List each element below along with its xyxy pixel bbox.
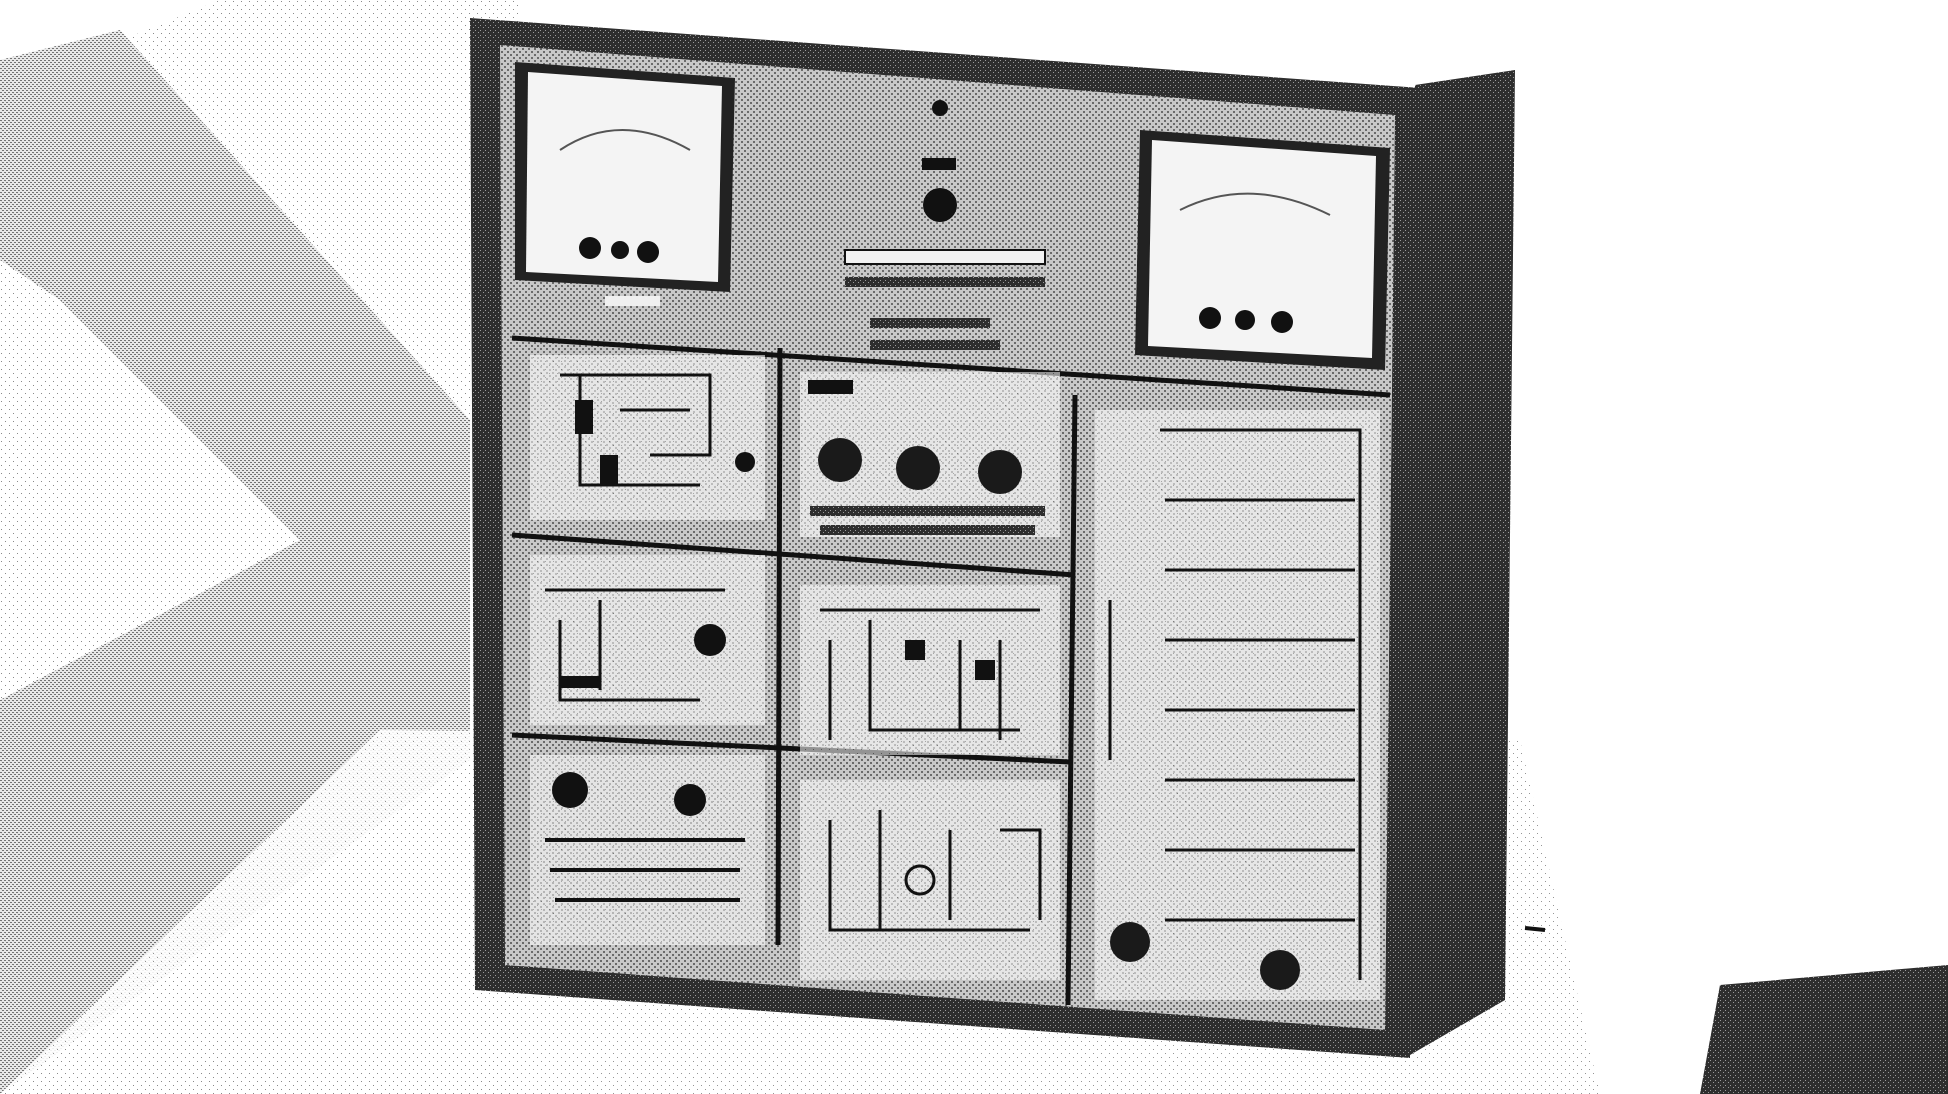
module-middle-left	[530, 555, 765, 725]
indicator-lamp-icon	[932, 100, 948, 116]
knob-icon	[923, 188, 957, 222]
right-meter-face	[1148, 140, 1376, 358]
module-bottom-middle	[800, 780, 1060, 980]
stray-mark	[1524, 926, 1546, 932]
center-controls	[605, 100, 1046, 350]
terminal-strip	[870, 318, 990, 328]
module-middle-middle	[800, 585, 1060, 755]
module-top-middle	[800, 372, 1060, 537]
knob-icon	[611, 241, 629, 259]
left-meter	[515, 62, 735, 292]
right-meter	[1135, 130, 1390, 370]
knob-icon	[978, 450, 1022, 494]
terminal-strip	[845, 277, 1045, 287]
cabinet-side	[1410, 70, 1515, 1055]
module-top-left	[530, 355, 765, 520]
knob-icon	[552, 772, 588, 808]
dark-box	[1700, 965, 1948, 1094]
label-plate	[605, 296, 660, 306]
knob-icon	[579, 237, 601, 259]
meter-section	[515, 62, 1390, 370]
knob-icon	[1110, 922, 1150, 962]
knob-icon	[1199, 307, 1221, 329]
knob-icon	[896, 446, 940, 490]
knob-icon	[674, 784, 706, 816]
module-bottom-left	[530, 755, 765, 945]
terminal-strip	[870, 340, 1000, 350]
left-meter-face	[526, 72, 722, 282]
terminal-strip	[844, 249, 1046, 265]
module-grid	[511, 335, 1391, 1006]
knob-icon	[818, 438, 862, 482]
knob-icon	[694, 624, 726, 656]
knob-icon	[1235, 310, 1255, 330]
knob-icon	[637, 241, 659, 263]
knob-icon	[1271, 311, 1293, 333]
module-right-column	[1095, 410, 1380, 1000]
switch-icon	[922, 158, 956, 170]
knob-icon	[1260, 950, 1300, 990]
